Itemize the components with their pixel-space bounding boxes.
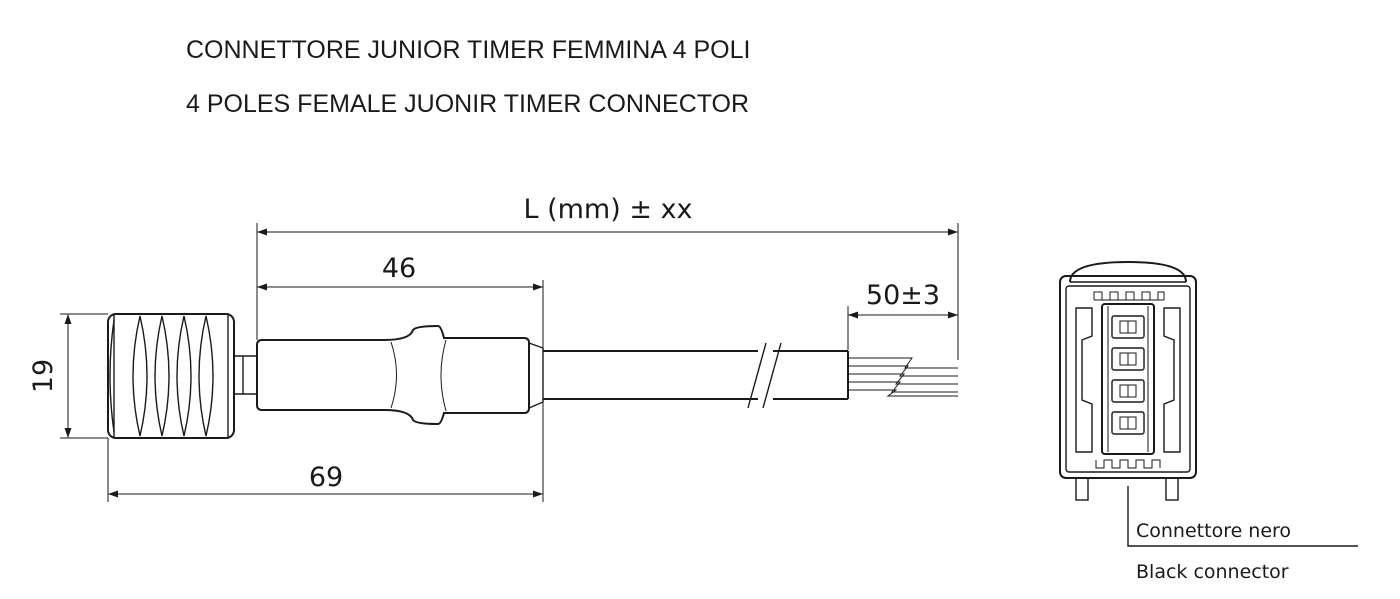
dimension-strip-length: 50±3: [847, 280, 958, 350]
pole-3: [1111, 379, 1145, 403]
overall-length-label: 69: [309, 462, 343, 493]
dimension-overall-length: 69: [107, 402, 544, 502]
overmould-body: [256, 324, 530, 426]
callout-italian: Connettore nero: [1136, 520, 1291, 542]
pole-2: [1111, 347, 1145, 371]
cable: [543, 342, 849, 409]
height-label: 19: [28, 359, 59, 393]
body-length-label: 46: [382, 253, 416, 284]
stripped-wires: [848, 357, 958, 397]
strip-length-label: 50±3: [866, 280, 940, 311]
title-english: 4 POLES FEMALE JUONIR TIMER CONNECTOR: [186, 90, 749, 118]
total-length-label: L (mm) ± xx: [523, 194, 692, 225]
connector-front-view: [1059, 260, 1197, 501]
black-connector-callout: Connettore nero Black connector: [1127, 486, 1358, 583]
dimension-body-length: 46: [257, 253, 544, 348]
dimension-total-length: L (mm) ± xx: [256, 194, 959, 360]
callout-english: Black connector: [1136, 561, 1289, 583]
dimension-height: 19: [28, 313, 108, 439]
pole-4: [1111, 411, 1145, 435]
connector-head: [107, 313, 235, 439]
title-italian: CONNETTORE JUNIOR TIMER FEMMINA 4 POLI: [186, 36, 750, 64]
connector-side-view: [107, 313, 958, 439]
pole-1: [1111, 315, 1145, 339]
